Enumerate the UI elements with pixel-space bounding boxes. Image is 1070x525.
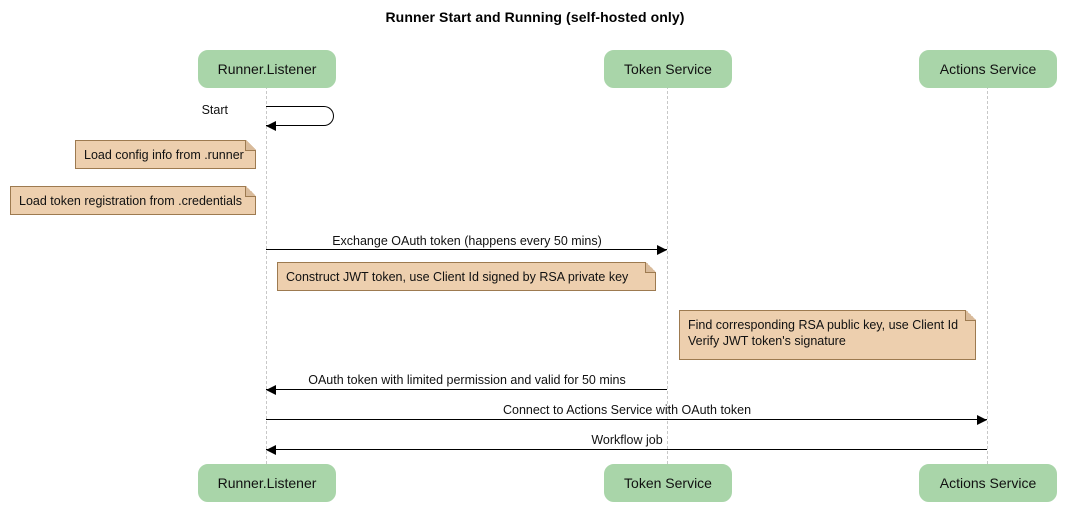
message-exchange-oauth-label: Exchange OAuth token (happens every 50 m… — [332, 234, 602, 248]
message-start-arrowhead — [266, 121, 276, 131]
note-text: Load config info from .runner — [84, 148, 244, 162]
note-text: Construct JWT token, use Client Id signe… — [286, 270, 629, 284]
participant-label: Actions Service — [939, 475, 1037, 491]
message-oauth-token-return-arrowhead — [266, 385, 276, 395]
participant-label: Runner.Listener — [217, 475, 317, 491]
lifeline-token — [667, 86, 668, 464]
diagram-title: Runner Start and Running (self-hosted on… — [385, 9, 685, 25]
lifeline-runner — [266, 86, 267, 464]
note-fold-icon — [245, 186, 256, 197]
participant-actions-top[interactable]: Actions Service — [919, 50, 1057, 88]
message-workflow-job-label: Workflow job — [591, 433, 663, 447]
note-construct-jwt: Construct JWT token, use Client Id signe… — [277, 262, 656, 291]
message-connect-actions-line — [266, 419, 987, 420]
note-fold-icon — [645, 262, 656, 273]
participant-runner-top[interactable]: Runner.Listener — [198, 50, 336, 88]
note-fold-icon — [965, 310, 976, 321]
note-load-token-registration: Load token registration from .credential… — [10, 186, 256, 215]
participant-label: Token Service — [624, 61, 712, 77]
message-start-selfloop — [266, 106, 334, 126]
participant-actions-bottom[interactable]: Actions Service — [919, 464, 1057, 502]
message-oauth-token-return-line — [266, 389, 667, 390]
note-fold-icon — [245, 140, 256, 151]
message-connect-actions-label: Connect to Actions Service with OAuth to… — [502, 403, 752, 417]
message-oauth-token-return-label: OAuth token with limited permission and … — [308, 373, 626, 387]
message-workflow-job-arrowhead — [266, 445, 276, 455]
message-exchange-oauth-arrowhead — [657, 245, 667, 255]
participant-token-bottom[interactable]: Token Service — [604, 464, 732, 502]
lifeline-actions — [987, 86, 988, 464]
participant-label: Runner.Listener — [217, 61, 317, 77]
participant-runner-bottom[interactable]: Runner.Listener — [198, 464, 336, 502]
participant-token-top[interactable]: Token Service — [604, 50, 732, 88]
note-text: Load token registration from .credential… — [19, 194, 243, 208]
message-start-label: Start — [201, 103, 228, 117]
participant-label: Token Service — [624, 475, 712, 491]
message-workflow-job-line — [266, 449, 987, 450]
note-load-config: Load config info from .runner — [75, 140, 256, 169]
message-exchange-oauth-line — [266, 249, 667, 250]
message-connect-actions-arrowhead — [977, 415, 987, 425]
note-text: Find corresponding RSA public key, use C… — [688, 318, 959, 348]
note-verify-jwt: Find corresponding RSA public key, use C… — [679, 310, 976, 360]
participant-label: Actions Service — [939, 61, 1037, 77]
